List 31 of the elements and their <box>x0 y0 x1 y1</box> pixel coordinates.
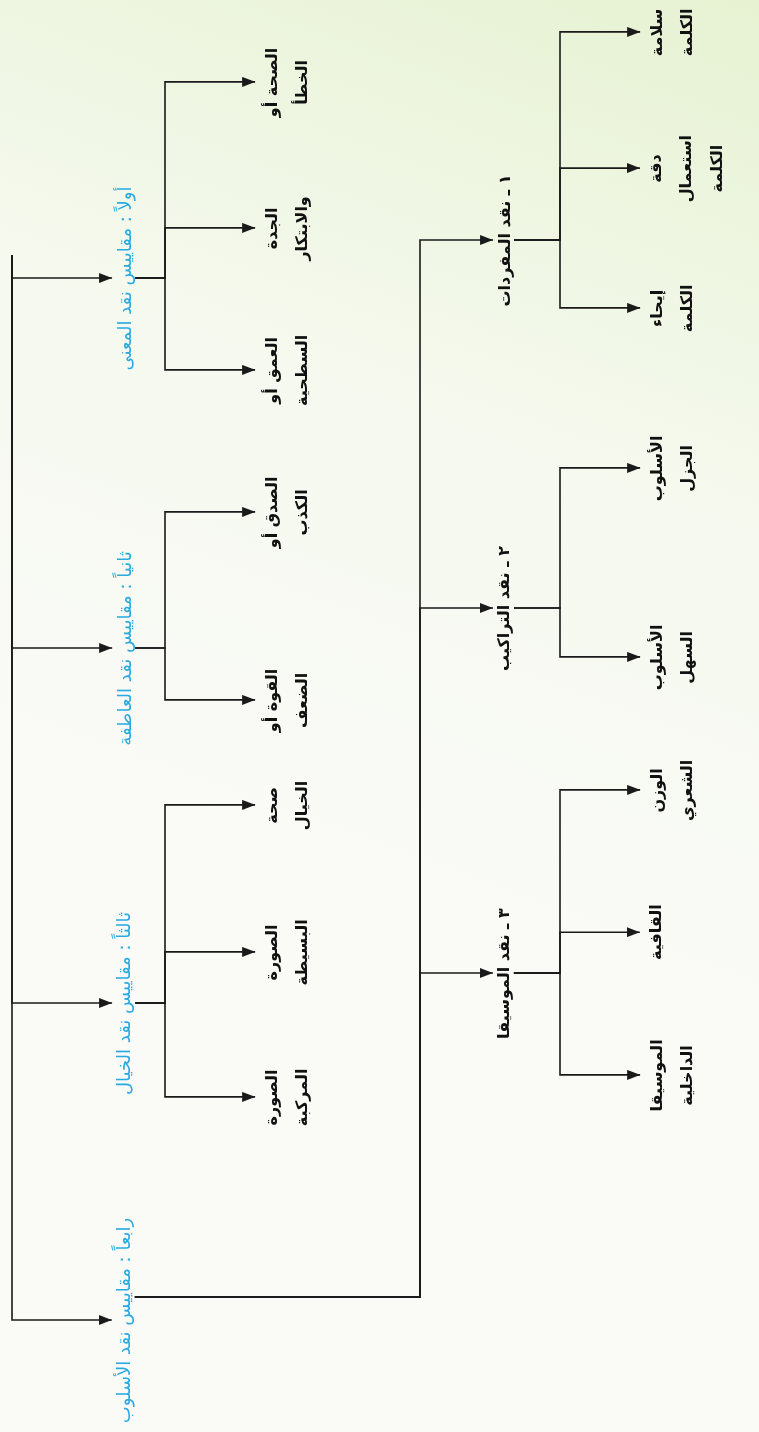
item-text: الأسلوب الجزل <box>640 427 703 508</box>
arrow <box>134 968 494 1298</box>
item-text: الصدق أو الكذب <box>255 471 318 552</box>
arrow <box>513 239 641 313</box>
item-text: إيحاء الكلمة <box>640 267 703 348</box>
item-text: الصحة أو الخطأ <box>255 41 318 122</box>
arrow <box>513 607 641 662</box>
item-text: الجدة والابتكار <box>255 187 318 268</box>
arrow <box>134 277 256 375</box>
item-text: الوزن الشعري <box>640 749 703 830</box>
item-text: صحة الخيال <box>255 764 318 845</box>
item-text: سلامة الكلمة <box>640 0 703 72</box>
item-text: الموسيقا الداخلية <box>640 1034 703 1115</box>
item-text: القافية <box>639 892 673 973</box>
heading-text: رابعاً : مقاييس نقد الأسلوب <box>111 1214 135 1426</box>
heading-text: أولاً : مقاييس نقد المعنى <box>112 182 136 374</box>
arrow <box>134 1002 256 1102</box>
item-text: دقة استعمال الكلمة <box>639 128 734 209</box>
arrow <box>513 972 641 1080</box>
arrow <box>11 254 113 1325</box>
subheading-text: ١ ـ نقد المفردات <box>493 170 515 310</box>
item-text: القوة أو الضعف <box>255 659 318 740</box>
arrow <box>134 647 256 705</box>
heading-text: ثالثاً : مقاييس نقد الخيال <box>112 908 136 1098</box>
heading-text: ثانياً : مقاييس نقد العاطفة <box>112 547 136 749</box>
item-text: الصورة البسيطة <box>255 911 318 992</box>
item-text: الأسلوب السهل <box>640 616 703 697</box>
item-text: العمق أو السطحية <box>255 329 318 410</box>
subheading-text: ٣ ـ نقد الموسيقا <box>492 904 514 1042</box>
subheading-text: ٢ ـ نقد التراكيب <box>493 542 514 674</box>
item-text: الصورة المركبة <box>255 1056 318 1137</box>
